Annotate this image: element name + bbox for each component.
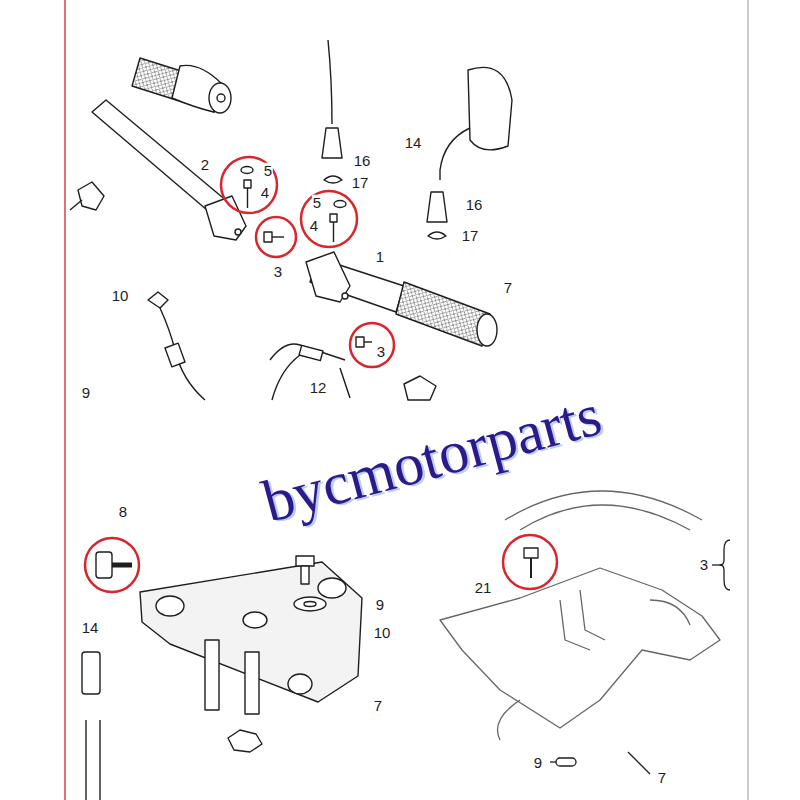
callout-number: 17 [461, 228, 480, 245]
callout-number: 12 [309, 380, 328, 397]
callout-number: 2 [200, 157, 210, 174]
callout-number: 14 [404, 135, 423, 152]
callout-number: 14 [81, 620, 100, 637]
callout-number: 3 [699, 557, 709, 574]
callout-number: 9 [533, 755, 543, 772]
callout-number: 5 [312, 195, 322, 212]
callout-number: 7 [503, 280, 513, 297]
callout-number: 16 [353, 153, 372, 170]
callout-number: 16 [465, 197, 484, 214]
handlebar-drawing [70, 40, 512, 400]
callout-number: 1 [375, 249, 385, 266]
watermark: bycmotorparts [256, 381, 608, 534]
callout-number: 3 [273, 264, 283, 281]
callout-number: 10 [373, 625, 392, 642]
callout-number: 17 [351, 175, 370, 192]
callout-number: 21 [474, 580, 493, 597]
callout-number: 10 [111, 288, 130, 305]
callout-number: 9 [375, 597, 385, 614]
callout-number: 7 [373, 698, 383, 715]
page-border [65, 0, 748, 800]
bracket-drawing [440, 491, 730, 774]
callout-number: 7 [657, 770, 667, 787]
callout-number: 4 [309, 218, 319, 235]
callout-number: 4 [260, 185, 270, 202]
callout-number: 3 [376, 344, 386, 361]
callout-number: 9 [81, 385, 91, 402]
callout-number: 8 [118, 504, 128, 521]
callout-number: 5 [263, 163, 273, 180]
highlight-circles [85, 157, 557, 592]
